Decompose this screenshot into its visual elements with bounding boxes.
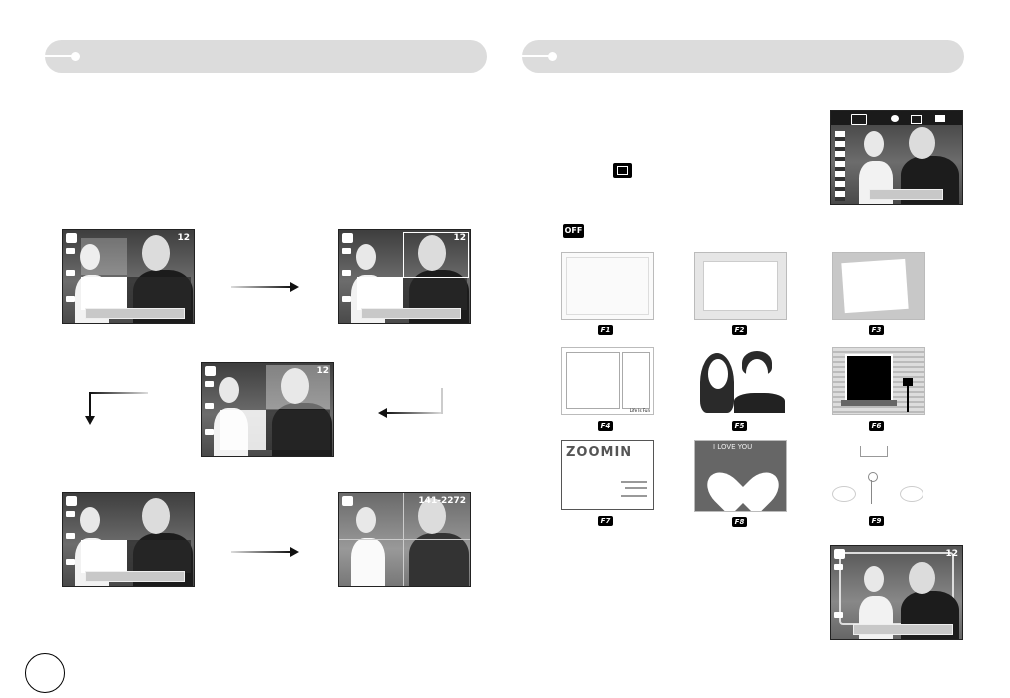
frame-thumb-f8[interactable]: I LOVE YOU (694, 440, 787, 512)
camera-mode-icon (834, 549, 845, 559)
status-bar (85, 571, 185, 582)
status-bar (361, 308, 461, 319)
frame-thumb-f4[interactable]: Life Is Fun (561, 347, 654, 415)
frame-thumb-f1[interactable] (561, 252, 654, 320)
header-dot-icon (548, 52, 557, 61)
frame-label-f5: F5 (732, 421, 747, 431)
frame-label-f4: F4 (598, 421, 613, 431)
shot-count: 12 (945, 549, 958, 559)
frame-thumb-f5[interactable] (694, 347, 785, 413)
off-icon: OFF (563, 224, 584, 238)
frame-label-f7: F7 (598, 516, 613, 526)
arrow-down-icon (90, 392, 148, 394)
lcd-screen-step3: 12 (201, 362, 334, 457)
camera-mode-icon (66, 496, 77, 506)
frame-thumb-f7[interactable]: ZOOMIN (561, 440, 654, 510)
camera-mode-icon (342, 233, 353, 243)
status-bar (869, 189, 943, 200)
frame-caption: Life Is Fun (629, 408, 650, 413)
frame-thumb-f3[interactable] (832, 252, 925, 320)
photo-frame-icon (613, 163, 632, 178)
file-number: 141-2272 (418, 496, 466, 506)
arrow-right-icon (231, 282, 299, 292)
playback-mode-icon (342, 496, 353, 506)
lcd-screen-step4 (62, 492, 195, 587)
status-bar (853, 624, 953, 635)
right-section-header (522, 40, 964, 73)
frame-label-f9: F9 (869, 516, 884, 526)
header-dot-icon (71, 52, 80, 61)
page-number-circle (25, 653, 65, 693)
frame-thumb-f6[interactable] (832, 347, 925, 415)
lcd-screen-result: 141-2272 (338, 492, 471, 587)
crown-icon (860, 446, 888, 457)
shot-count: 12 (177, 233, 190, 243)
frame-label-f3: F3 (869, 325, 884, 335)
frame-thumb-f9[interactable] (832, 440, 923, 510)
frame-label-f6: F6 (869, 421, 884, 431)
frame-label-f1: F1 (598, 325, 613, 335)
arrow-right-icon (231, 547, 299, 557)
camera-mode-icon (66, 233, 77, 243)
lcd-frame-result: 12 (830, 545, 963, 640)
lcd-screen-step2: 12 (338, 229, 471, 324)
shot-count: 12 (316, 366, 329, 376)
frame-caption: I LOVE YOU (713, 443, 753, 451)
camera-mode-icon (205, 366, 216, 376)
frame-title: ZOOMIN (566, 445, 633, 460)
left-section-header (45, 40, 487, 73)
status-bar (85, 308, 185, 319)
lcd-screen-step1: 12 (62, 229, 195, 324)
shot-count: 12 (453, 233, 466, 243)
arrow-left-icon (386, 412, 442, 414)
frame-label-f2: F2 (732, 325, 747, 335)
frame-thumb-f2[interactable] (694, 252, 787, 320)
lcd-frame-menu (830, 110, 963, 205)
frame-label-f8: F8 (732, 517, 747, 527)
